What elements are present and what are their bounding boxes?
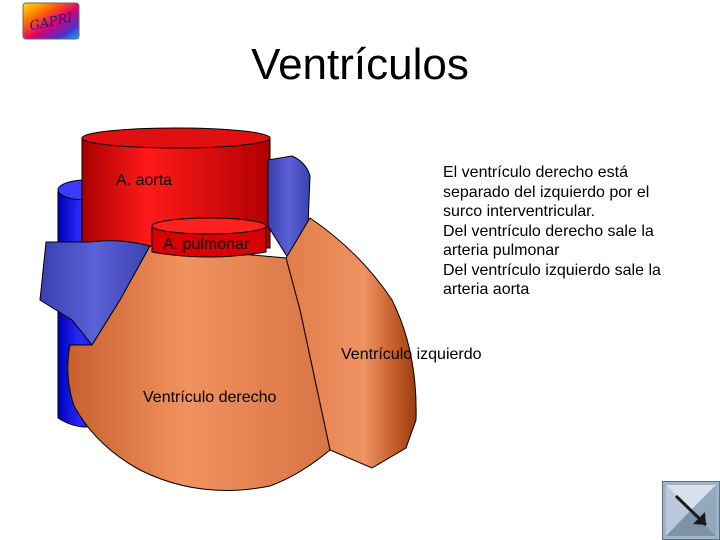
- description-line: El ventrículo derecho está: [443, 164, 628, 181]
- description-line: arteria aorta: [443, 281, 530, 298]
- page-title: Ventrículos: [251, 40, 469, 89]
- right-atrium: [39, 240, 151, 346]
- next-slide-button[interactable]: [662, 481, 720, 540]
- description-line: Del ventrículo derecho sale la: [443, 222, 654, 240]
- description-line: arteria pulmonar: [443, 242, 560, 259]
- next-slide-icon: [674, 494, 708, 527]
- right-ventricle: [67, 245, 331, 491]
- pulmonar-label: A. pulmonar: [163, 236, 250, 253]
- description-line: Del ventrículo izquierdo sale la: [443, 261, 661, 279]
- description-text: El ventrículo derecho está separado del …: [443, 163, 713, 300]
- aorta-label: A. aorta: [116, 172, 173, 189]
- left-ventricle: [285, 217, 417, 469]
- gapri-logo: GAPRI: [22, 2, 80, 40]
- pulmonary-artery: [151, 217, 267, 258]
- left-ventricle-label: Ventrículo izquierdo: [341, 346, 482, 363]
- description-line: surco interventricular.: [443, 203, 596, 220]
- description-line: separado del izquierdo por el: [443, 183, 650, 201]
- right-ventricle-label: Ventrículo derecho: [143, 389, 277, 406]
